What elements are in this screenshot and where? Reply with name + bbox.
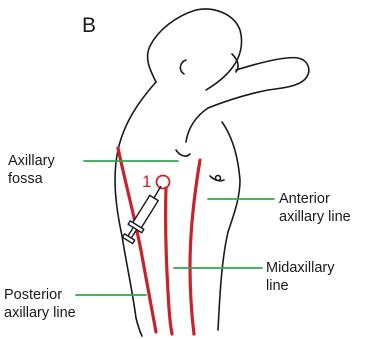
- panel-letter: B: [82, 14, 96, 38]
- arm-lower: [186, 108, 208, 142]
- label-axillary-fossa: Axillary fossa: [8, 152, 55, 188]
- label-posterior-axillary-line: Posterior axillary line: [4, 286, 76, 322]
- insertion-site-number: 1: [142, 172, 151, 192]
- hip-outline: [136, 318, 142, 336]
- chest-outline: [218, 122, 240, 330]
- syringe-needle: [154, 186, 161, 198]
- neck-back: [148, 10, 196, 82]
- label-midaxillary-line: Midaxillary line: [266, 259, 335, 295]
- pec-line: [210, 176, 224, 181]
- arm-upper: [208, 58, 309, 108]
- label-anterior-axillary-line: Anterior axillary line: [279, 190, 351, 226]
- head-outline: [196, 9, 242, 90]
- axilla-crease: [176, 150, 190, 156]
- leader-lines: [76, 161, 274, 295]
- insertion-site-marker: [157, 176, 170, 189]
- ear: [180, 60, 186, 74]
- midaxillary-line: [166, 188, 172, 334]
- anterior-axillary-line: [190, 160, 200, 334]
